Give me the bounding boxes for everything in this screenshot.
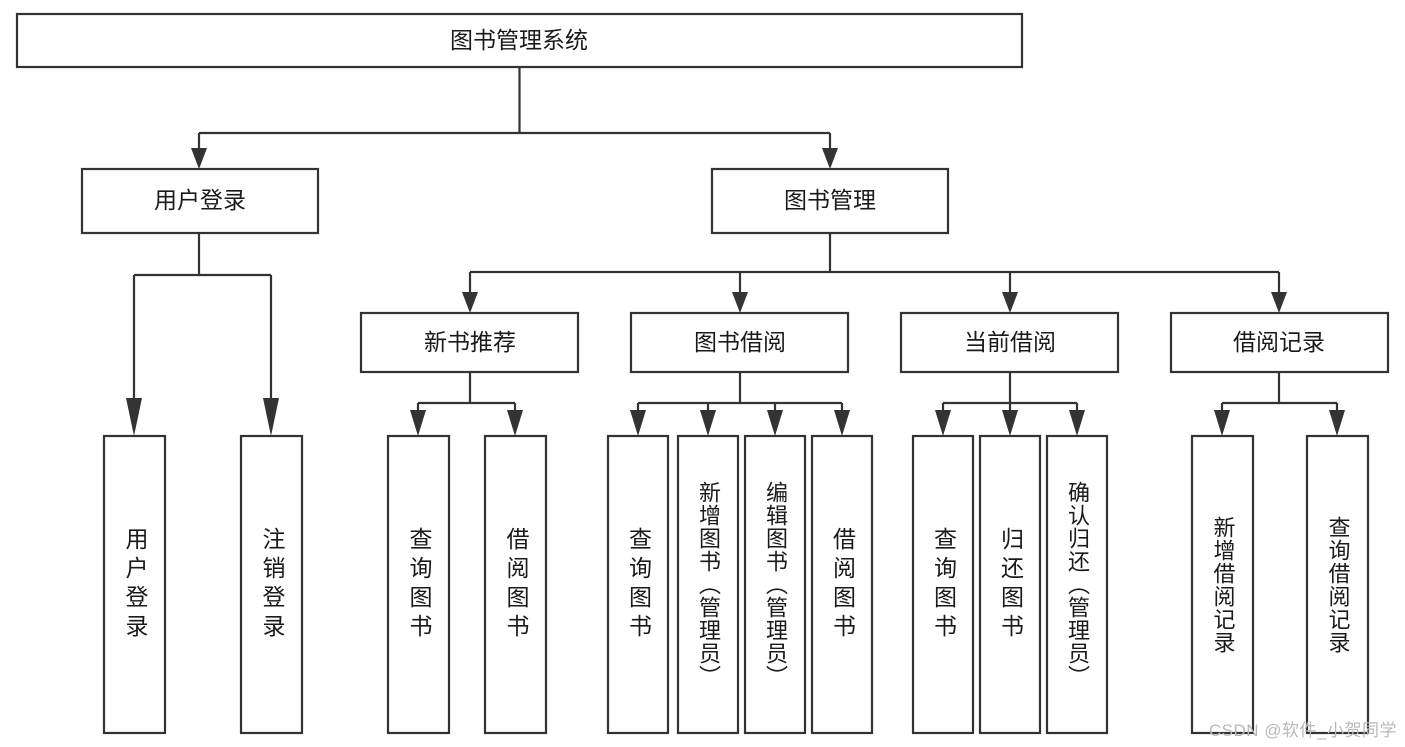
arrow-borrow-leaf4 [834, 410, 850, 436]
arrow-to-bookmgmt [822, 148, 838, 169]
arrow-to-records [1271, 292, 1287, 313]
arrow-login-leaf2 [263, 398, 279, 436]
leaf-box-query-book-1[interactable] [386, 434, 451, 735]
node-borrow[interactable]: 图书借阅 [629, 311, 850, 374]
arrow-to-newbook [462, 292, 478, 313]
leaf-box-query-book-3[interactable] [911, 434, 975, 735]
node-login-label: 用户登录 [154, 187, 246, 213]
node-newbook-box[interactable] [359, 311, 580, 374]
node-current-label: 当前借阅 [964, 329, 1056, 355]
arrow-newbook-leaf1 [410, 410, 426, 436]
arrow-to-borrow [732, 292, 748, 313]
leaf-box-confirm-return[interactable] [1045, 434, 1109, 735]
leaf-box-query-record[interactable] [1305, 434, 1370, 735]
connector-group [126, 67, 1345, 436]
arrow-to-current [1002, 292, 1018, 313]
node-root[interactable]: 图书管理系统 [15, 12, 1024, 69]
arrow-borrow-leaf3 [767, 410, 783, 436]
node-bookmgmt-box[interactable] [710, 167, 950, 235]
leaf-box-add-book[interactable] [676, 434, 740, 735]
node-bookmgmt-label: 图书管理 [784, 187, 876, 213]
arrow-records-leaf1 [1214, 410, 1230, 436]
node-login-box[interactable] [80, 167, 320, 235]
node-records[interactable]: 借阅记录 [1169, 311, 1390, 374]
arrow-borrow-leaf2 [700, 410, 716, 436]
leaf-box-edit-book[interactable] [743, 434, 807, 735]
node-newbook[interactable]: 新书推荐 [359, 311, 580, 374]
leaf-box-borrow-book-1[interactable] [483, 434, 548, 735]
leaf-box-borrow-book-2[interactable] [810, 434, 874, 735]
node-records-box[interactable] [1169, 311, 1390, 374]
leaf-box-logout[interactable] [239, 434, 304, 735]
arrow-current-leaf3 [1069, 410, 1085, 436]
node-current-box[interactable] [899, 311, 1120, 374]
node-records-label: 借阅记录 [1233, 329, 1325, 355]
node-borrow-label: 图书借阅 [694, 329, 786, 355]
leaf-box-add-record[interactable] [1190, 434, 1255, 735]
arrow-to-login [191, 148, 207, 169]
arrow-newbook-leaf2 [507, 410, 523, 436]
node-current[interactable]: 当前借阅 [899, 311, 1120, 374]
leaf-box-return-book[interactable] [978, 434, 1042, 735]
node-borrow-box[interactable] [629, 311, 850, 374]
node-newbook-label: 新书推荐 [424, 329, 516, 355]
node-login[interactable]: 用户登录 [80, 167, 320, 235]
node-root-label: 图书管理系统 [450, 27, 588, 53]
arrow-records-leaf2 [1329, 410, 1345, 436]
leaf-box-user-login[interactable] [102, 434, 167, 735]
csdn-watermark: CSDN @软件_小贺同学 [1208, 721, 1397, 740]
arrow-borrow-leaf1 [630, 410, 646, 436]
arrow-login-leaf1 [126, 398, 142, 436]
node-root-box[interactable] [15, 12, 1024, 69]
node-bookmgmt[interactable]: 图书管理 [710, 167, 950, 235]
leaf-box-query-book-2[interactable] [606, 434, 670, 735]
arrow-current-leaf1 [935, 410, 951, 436]
arrow-current-leaf2 [1002, 410, 1018, 436]
